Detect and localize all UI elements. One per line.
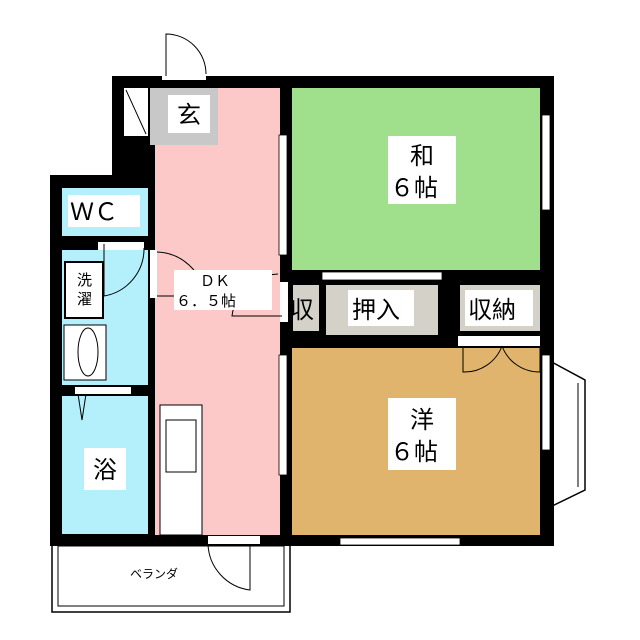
- oshiire-label: 押入: [352, 296, 400, 324]
- room-storage-small: [293, 285, 319, 331]
- window: [278, 134, 288, 256]
- window: [339, 537, 461, 546]
- bath-label: 浴: [93, 456, 117, 484]
- washroom-door-swing: [103, 244, 145, 297]
- bath-door: [77, 393, 87, 421]
- washitsu-size: ６帖: [390, 174, 438, 202]
- window: [278, 354, 288, 476]
- laundry-label-1: 洗: [77, 271, 92, 289]
- laundry-label-2: 濯: [77, 290, 92, 308]
- veranda-door-swing: [207, 543, 251, 591]
- window: [541, 354, 551, 451]
- shuno-label: 収納: [468, 296, 516, 324]
- entrance-label: 玄: [177, 101, 201, 129]
- yoshitsu-label: 洋: [410, 406, 434, 434]
- washitsu-label: 和: [410, 142, 434, 170]
- dk-size: ６．５帖: [176, 292, 236, 310]
- veranda-label: ベランダ: [130, 566, 178, 581]
- front-door-swing: [165, 33, 207, 76]
- storage-small-label: 収: [290, 296, 314, 324]
- dk-label: ＤＫ: [200, 272, 230, 290]
- window: [541, 114, 551, 211]
- closet-door-swing: [462, 345, 541, 373]
- yoshitsu-size: ６帖: [390, 438, 438, 466]
- washing-machine: [64, 261, 104, 319]
- wc-label: ＷＣ: [70, 198, 118, 226]
- kitchen-sink: [165, 419, 197, 473]
- fusuma: [321, 271, 443, 281]
